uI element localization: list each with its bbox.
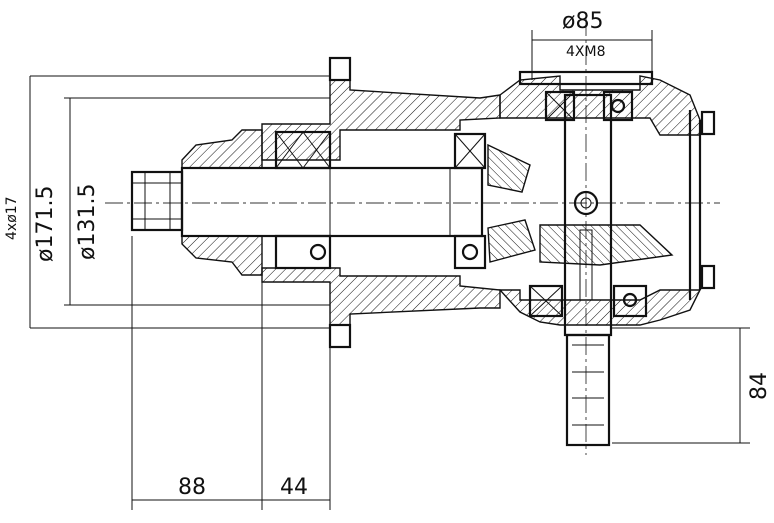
main-housing bbox=[261, 56, 501, 349]
input-shaft bbox=[130, 166, 484, 238]
dim-len84: 84 bbox=[747, 372, 772, 400]
dim-len44: 44 bbox=[280, 475, 308, 500]
dim-d131: ø131.5 bbox=[75, 184, 100, 260]
output-bearings bbox=[528, 90, 648, 318]
dim-d171: ø171.5 bbox=[33, 186, 58, 262]
bevel-gears bbox=[487, 143, 674, 266]
dim-len88: 88 bbox=[178, 475, 206, 500]
dimension-lines bbox=[29, 30, 750, 510]
output-shaft bbox=[563, 93, 613, 447]
dim-d85: ø85 bbox=[562, 9, 603, 34]
dim-holes: 4xø17 bbox=[4, 196, 20, 240]
input-seal-housing bbox=[181, 129, 263, 276]
input-bearings bbox=[274, 130, 487, 270]
dim-bolts-top: 4XM8 bbox=[566, 44, 605, 60]
